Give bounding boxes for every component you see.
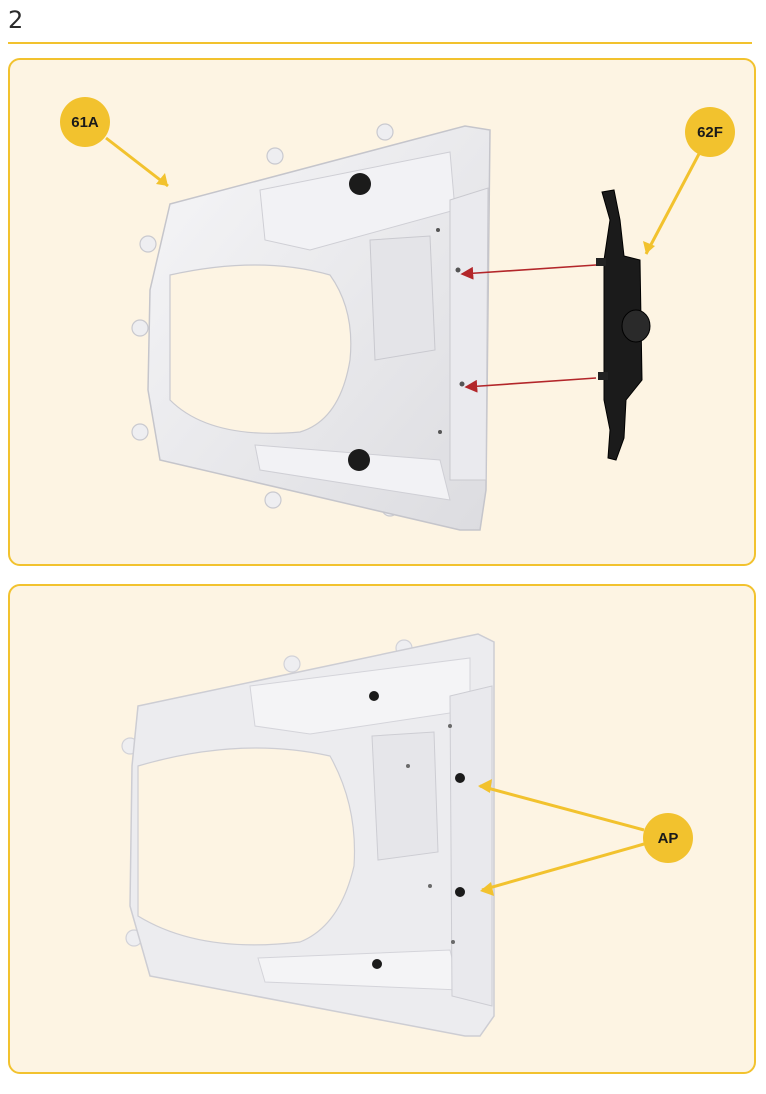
frame-part-61a: [131, 123, 491, 531]
step-number: 2: [8, 6, 24, 34]
bracket-part-62f: [596, 189, 651, 461]
assembly-panel-top: 61A 62F: [8, 58, 756, 566]
callout-61a: 61A: [60, 97, 169, 188]
callout-ap: AP: [478, 779, 693, 896]
assembly-panel-bottom: AP: [8, 584, 756, 1074]
assembly-illustration-top: 61A 62F: [60, 97, 735, 531]
red-arrow-upper: [460, 264, 597, 280]
assembled-frame: [121, 633, 495, 1037]
header-divider: [8, 42, 752, 44]
callout-62f: 62F: [643, 107, 735, 255]
callout-label-ap: AP: [658, 830, 679, 847]
red-arrow-lower: [464, 377, 597, 393]
callout-label-61a: 61A: [71, 114, 99, 131]
assembly-illustration-bottom: AP: [121, 633, 693, 1037]
callout-label-62f: 62F: [697, 124, 723, 141]
